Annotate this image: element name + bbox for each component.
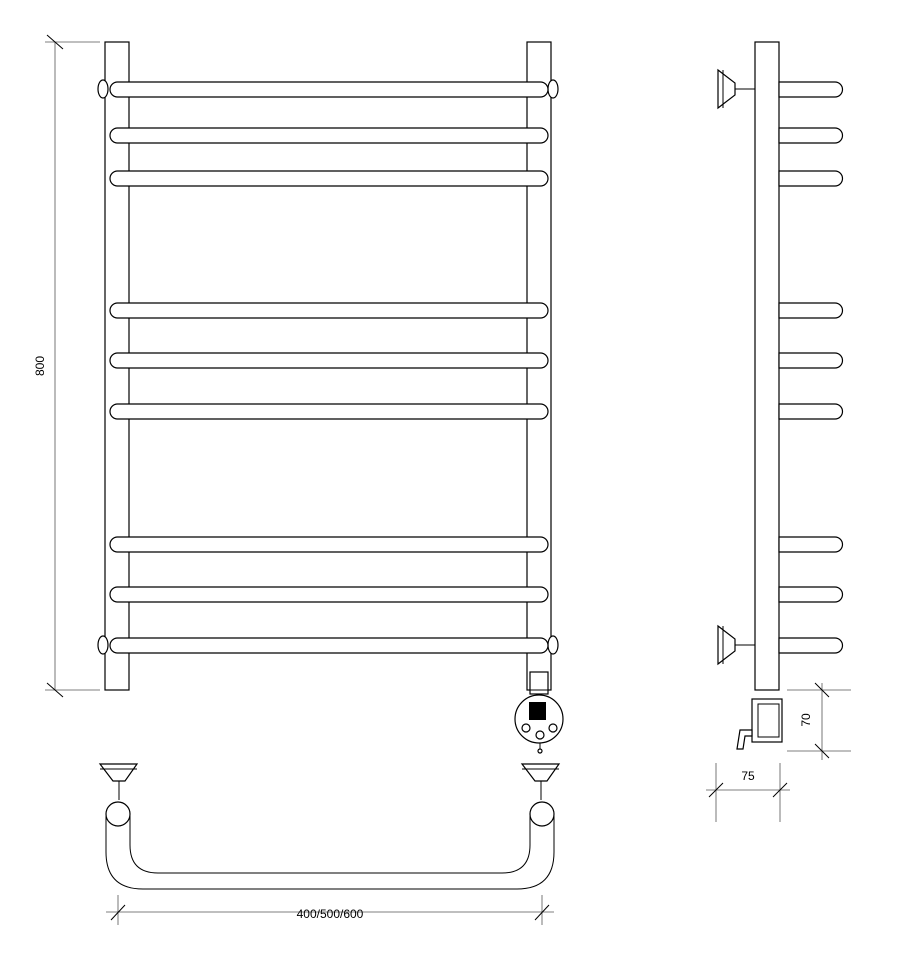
side-bar-stub [778, 302, 844, 319]
front-bar [109, 536, 549, 553]
front-bracket-bottom-right [547, 635, 559, 655]
front-bar [109, 637, 549, 654]
front-bar [109, 127, 549, 144]
heater-connector-stem [529, 671, 549, 695]
side-heater-cable [736, 729, 753, 750]
front-bars [109, 81, 549, 654]
front-bar [109, 586, 549, 603]
front-bar [109, 170, 549, 187]
depth-dimension-label: 75 [741, 769, 755, 783]
side-upright [754, 41, 780, 691]
side-view [717, 41, 844, 750]
side-bar-stub [778, 352, 844, 369]
front-bracket-top-right [547, 79, 559, 99]
side-bar-stub [778, 170, 844, 187]
side-bar-stubs [778, 81, 844, 654]
top-view-u-tube [105, 815, 555, 890]
control-button-right [548, 723, 558, 733]
width-dimension-label: 400/500/600 [297, 907, 364, 921]
height-dimension: 800 [33, 34, 100, 698]
tube-joint-left [105, 801, 131, 827]
tube-joint-right [529, 801, 555, 827]
front-bracket-bottom-left [97, 635, 109, 655]
top-view [98, 763, 561, 890]
depth-dimension: 75 [706, 763, 790, 822]
side-bar-stub [778, 127, 844, 144]
wall-flange-left [98, 763, 139, 782]
front-view [97, 41, 564, 754]
wall-flange-right [520, 763, 561, 782]
height-dimension-label: 800 [33, 356, 47, 376]
front-bar [109, 81, 549, 98]
connector-height-dimension: 70 [787, 682, 851, 760]
side-bar-stub [778, 637, 844, 654]
front-bar [109, 352, 549, 369]
front-bar [109, 302, 549, 319]
front-bracket-top-left [97, 79, 109, 99]
side-bracket-bottom [717, 624, 736, 666]
front-bar [109, 403, 549, 420]
heater-display [529, 702, 546, 720]
width-dimension: 400/500/600 [106, 895, 554, 925]
connector-height-label: 70 [799, 713, 813, 727]
side-bar-stub [778, 536, 844, 553]
side-bar-stub [778, 586, 844, 603]
side-heater-housing [751, 698, 783, 743]
control-button-left [521, 723, 531, 733]
side-bracket-top [717, 68, 736, 110]
side-bar-stub [778, 403, 844, 420]
side-bar-stub [778, 81, 844, 98]
control-button-middle [535, 730, 545, 740]
